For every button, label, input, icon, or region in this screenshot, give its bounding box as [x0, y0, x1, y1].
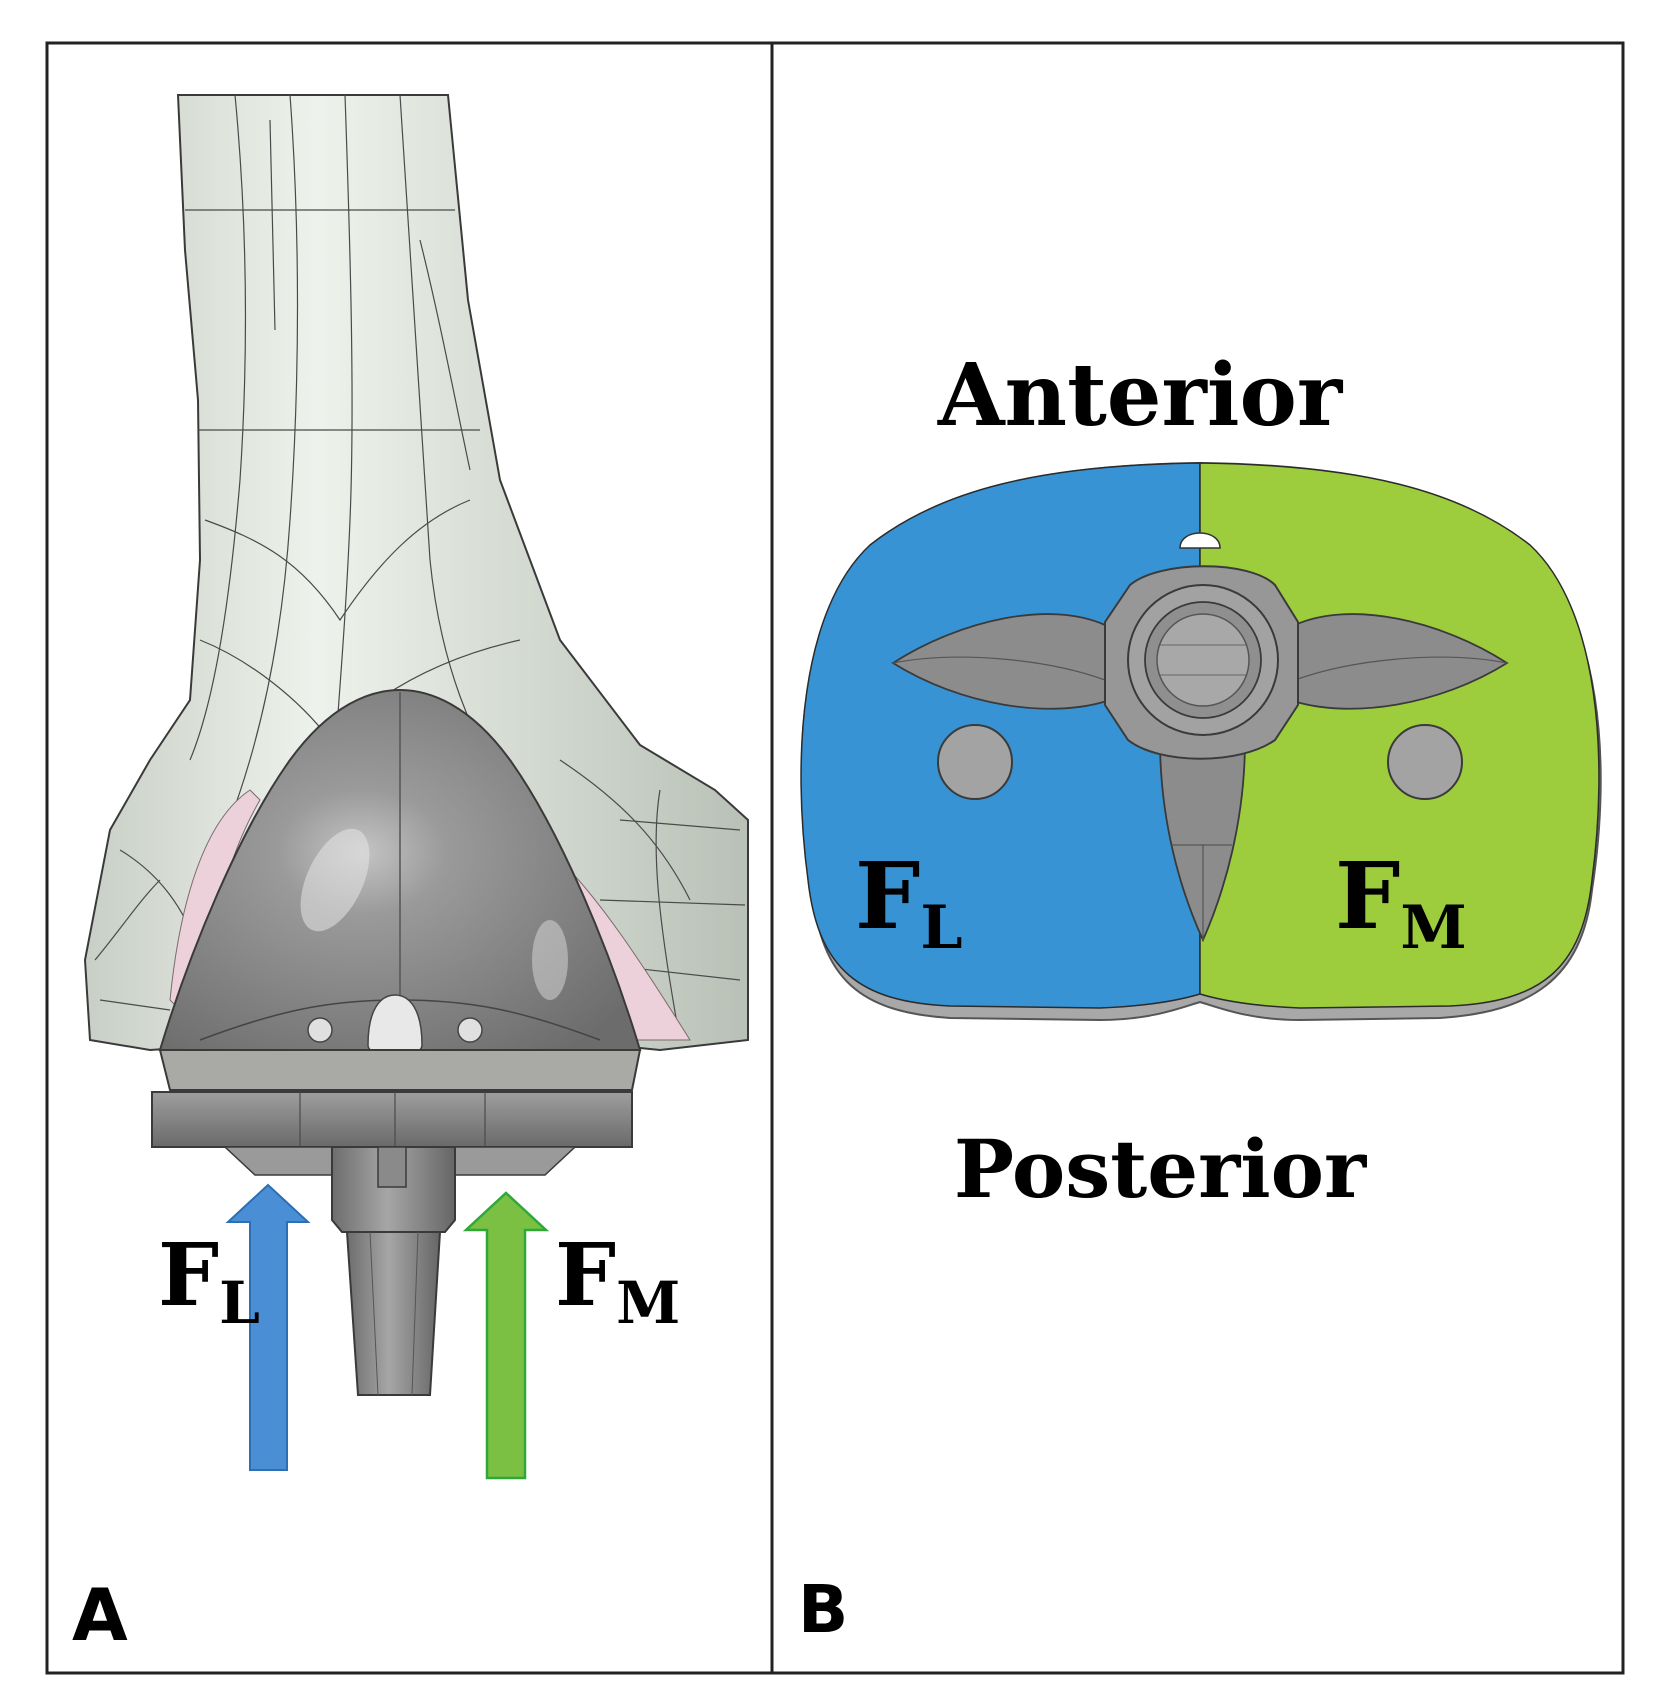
label-force-lateral-b: FL — [855, 842, 963, 963]
label-force-medial-a: FM — [555, 1225, 680, 1337]
panel-a: FL FM A — [72, 94, 749, 1657]
peg-right — [457, 1017, 483, 1043]
femoral-component — [158, 688, 642, 1057]
screw-hole-medial — [1387, 724, 1463, 800]
label-posterior: Posterior — [954, 1122, 1367, 1216]
arrow-lateral-force — [225, 1183, 311, 1471]
anterior-notch — [1179, 532, 1221, 549]
panel-b-frame — [770, 41, 1625, 1675]
peg-left — [307, 1017, 333, 1043]
label-anterior: Anterior — [937, 345, 1344, 446]
screw-hole-lateral — [937, 724, 1013, 800]
panel-b-letter: B — [798, 1571, 848, 1648]
label-force-lateral-a: FL — [158, 1225, 260, 1337]
arrow-medial-force — [462, 1191, 550, 1480]
keel — [891, 565, 1509, 943]
label-force-medial-b: FM — [1335, 842, 1467, 963]
panel-b: Anterior Posterior F — [798, 345, 1602, 1648]
panel-a-letter: A — [72, 1573, 128, 1657]
tibial-stem — [331, 1146, 456, 1396]
